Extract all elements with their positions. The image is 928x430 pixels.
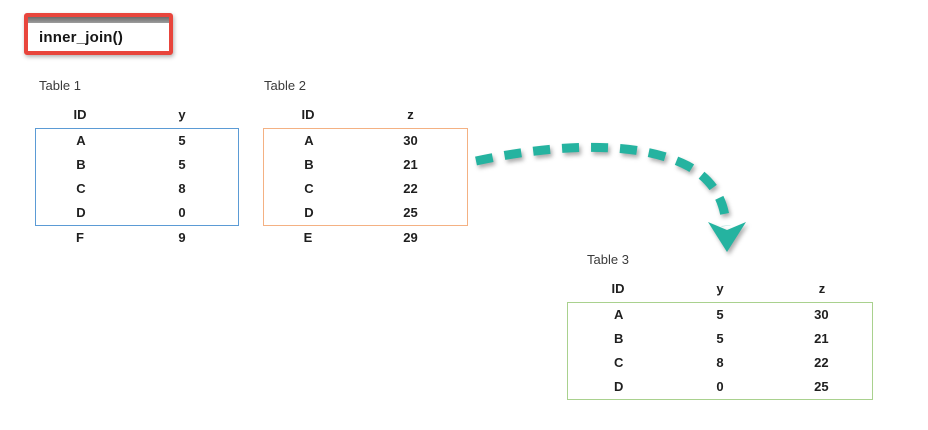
column-header: ID — [301, 107, 315, 122]
table-row: C 22 — [264, 177, 467, 201]
table-cell: A — [76, 133, 86, 148]
table-cell: 5 — [716, 331, 724, 346]
title-box: inner_join() — [24, 13, 173, 55]
table-cell: 0 — [716, 379, 724, 394]
table-row: B 21 — [264, 153, 467, 177]
table-cell: B — [304, 157, 314, 172]
table-cell: C — [304, 181, 314, 196]
table-cell: 22 — [403, 181, 418, 196]
table-cell: 8 — [716, 355, 724, 370]
table-cell: 25 — [403, 205, 418, 220]
table-header-row: ID y — [35, 102, 239, 128]
table-row: A 5 30 — [568, 303, 872, 327]
table-row: A 30 — [264, 129, 467, 153]
table-cell: 5 — [178, 157, 186, 172]
table-label: Table 1 — [39, 78, 81, 93]
column-header: z — [818, 281, 826, 296]
table-label: Table 2 — [264, 78, 306, 93]
table-cell: B — [76, 157, 86, 172]
table-cell: F — [76, 230, 84, 245]
table-cell: 5 — [178, 133, 186, 148]
column-header: y — [716, 281, 724, 296]
table-cell: 22 — [814, 355, 829, 370]
table-cell: C — [76, 181, 86, 196]
table-cell: B — [613, 331, 624, 346]
table-label: Table 3 — [587, 252, 629, 267]
table-cell: D — [76, 205, 86, 220]
table-excluded-rows: E 29 — [263, 226, 468, 250]
table-cell: 21 — [814, 331, 829, 346]
table-row-excluded: E 29 — [263, 226, 468, 250]
table-cell: 25 — [814, 379, 829, 394]
table-cell: A — [613, 307, 624, 322]
table-cell: D — [613, 379, 624, 394]
table-cell: D — [304, 205, 314, 220]
table-cell: E — [303, 230, 313, 245]
column-header: z — [407, 107, 414, 122]
table-cell: C — [613, 355, 624, 370]
table-row: B 5 21 — [568, 327, 872, 351]
title-box-top-bar — [28, 17, 169, 23]
arrow-group — [475, 142, 746, 252]
table-row: D 0 25 — [568, 375, 872, 399]
column-header: y — [178, 107, 186, 122]
column-header: ID — [611, 281, 625, 296]
diagram-title: inner_join() — [39, 28, 124, 46]
arrow-dashes — [475, 142, 731, 227]
table-cell: 30 — [814, 307, 829, 322]
table-header-row: ID y z — [567, 276, 873, 302]
table-cell: 9 — [178, 230, 186, 245]
arrow-head — [708, 222, 746, 252]
table-row: D 25 — [264, 201, 467, 225]
table-cell: 5 — [716, 307, 724, 322]
table-cell: 30 — [403, 133, 418, 148]
column-header: ID — [73, 107, 87, 122]
table-cell: 29 — [403, 230, 418, 245]
table-cell: A — [304, 133, 314, 148]
table-cell: 8 — [178, 181, 186, 196]
table-cell: 21 — [403, 157, 418, 172]
table-header-row: ID z — [263, 102, 468, 128]
table-cell: 0 — [178, 205, 186, 220]
table-row: C 8 22 — [568, 351, 872, 375]
